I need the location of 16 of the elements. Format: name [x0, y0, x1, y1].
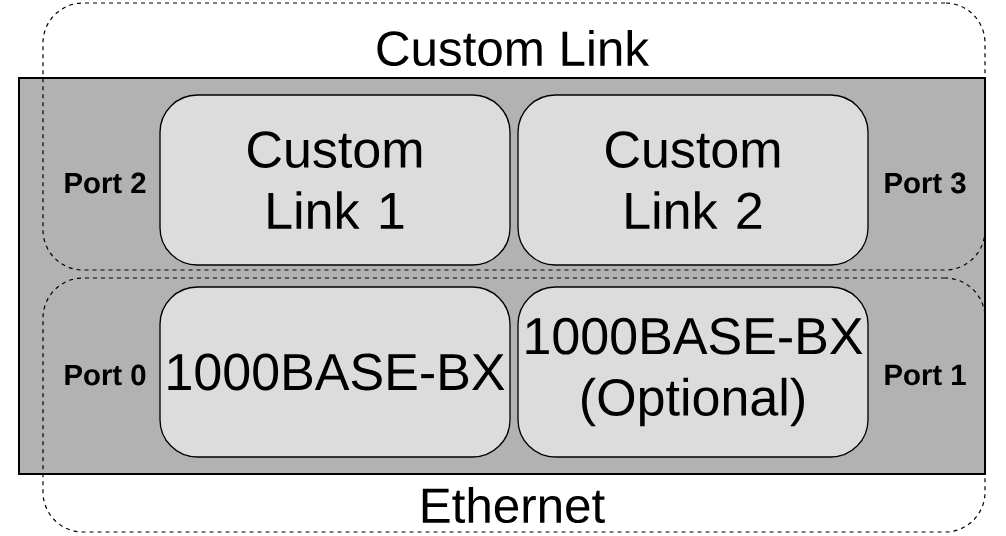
block-label: 1000BASE-BX — [168, 353, 505, 391]
block-label: 1000BASE-BX (Optional) — [526, 317, 863, 427]
dashed-region — [42, 2, 986, 271]
rounded-block — [159, 286, 511, 458]
rounded-block — [517, 94, 869, 266]
region-label: Custom Link — [377, 29, 650, 67]
block-label: Custom Link 2 — [606, 131, 780, 229]
port-label: Port 3 — [885, 172, 966, 194]
rounded-block — [159, 94, 511, 266]
region-label: Ethernet — [422, 486, 605, 524]
block-label: Custom Link 1 — [248, 131, 422, 229]
port-label: Port 2 — [65, 172, 146, 194]
rounded-block — [517, 286, 869, 458]
dashed-region — [42, 277, 986, 533]
port-label: Port 1 — [885, 364, 966, 386]
port-label: Port 0 — [65, 364, 146, 386]
